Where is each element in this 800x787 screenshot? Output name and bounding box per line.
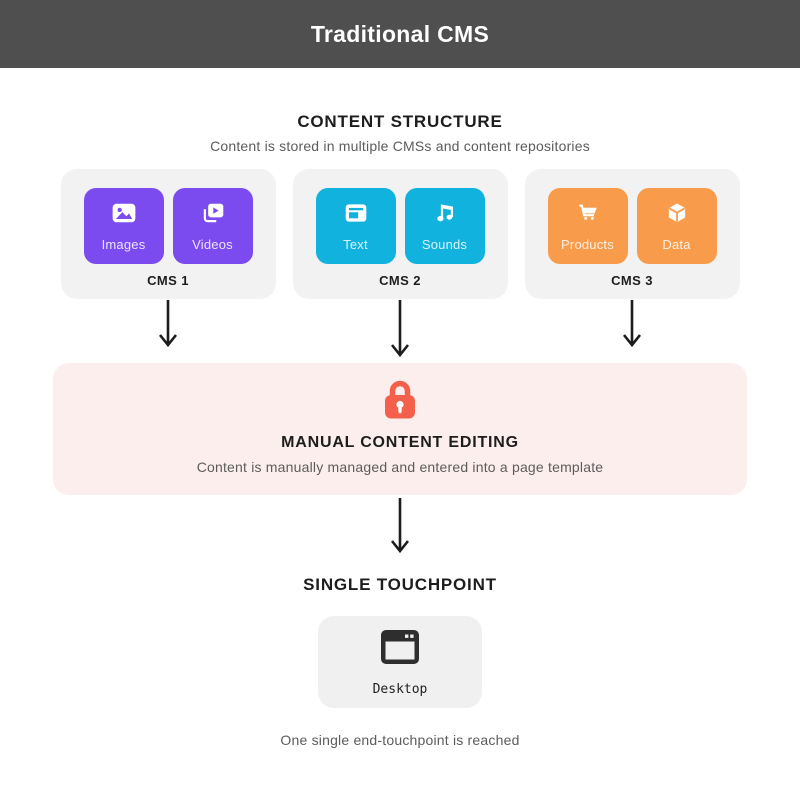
device-label: Desktop xyxy=(372,682,428,697)
content-tile-videos: Videos xyxy=(172,188,253,264)
flow-arrows-row xyxy=(52,299,748,363)
content-structure-heading: CONTENT STRUCTURE xyxy=(297,112,503,131)
title-bar: Traditional CMS xyxy=(0,0,800,68)
cms-card-label: CMS 2 xyxy=(379,273,421,288)
videos-icon xyxy=(200,200,226,226)
desktop-device-card: Desktop xyxy=(318,616,482,708)
cms-card-label: CMS 3 xyxy=(611,273,653,288)
data-icon xyxy=(664,200,690,226)
arrow-down-icon xyxy=(390,299,410,357)
arrow-down-icon xyxy=(158,299,178,347)
arrow-down-icon xyxy=(622,299,642,347)
flow-arrow-to-touchpoint xyxy=(390,495,410,559)
tile-label: Data xyxy=(662,237,691,252)
cms-card-1: Images Videos CMS 1 xyxy=(60,169,276,299)
content-tile-images: Images xyxy=(83,188,164,264)
tile-label: Images xyxy=(101,237,146,252)
content-tile-data: Data xyxy=(636,188,717,264)
tile-label: Products xyxy=(561,237,614,252)
lock-icon xyxy=(380,377,420,423)
content-tile-products: Products xyxy=(547,188,628,264)
text-icon xyxy=(343,200,369,226)
cms-card-label: CMS 1 xyxy=(147,273,189,288)
manual-editing-heading: MANUAL CONTENT EDITING xyxy=(281,434,519,451)
single-touchpoint-heading: SINGLE TOUCHPOINT xyxy=(303,575,497,594)
diagram: CONTENT STRUCTURE Content is stored in m… xyxy=(0,68,800,748)
content-structure-subheading: Content is stored in multiple CMSs and c… xyxy=(210,138,590,154)
manual-editing-subheading: Content is manually managed and entered … xyxy=(196,459,604,475)
touchpoint-footnote: One single end-touchpoint is reached xyxy=(280,732,520,748)
page-title: Traditional CMS xyxy=(310,20,490,47)
sounds-icon xyxy=(432,200,458,226)
cms-card-2: Text Sounds CMS 2 xyxy=(292,169,508,299)
manual-editing-panel: MANUAL CONTENT EDITING Content is manual… xyxy=(53,363,747,495)
content-tile-text: Text xyxy=(315,188,396,264)
tile-label: Text xyxy=(343,237,368,252)
products-icon xyxy=(575,200,601,226)
arrow-down-icon xyxy=(390,495,410,553)
desktop-icon xyxy=(380,629,420,670)
cms-card-3: Products Data CMS 3 xyxy=(524,169,740,299)
tile-label: Sounds xyxy=(421,237,468,252)
images-icon xyxy=(111,200,137,226)
cms-cards-row: Images Videos CMS 1 Text xyxy=(60,169,740,299)
tile-label: Videos xyxy=(192,237,233,252)
content-tile-sounds: Sounds xyxy=(404,188,485,264)
